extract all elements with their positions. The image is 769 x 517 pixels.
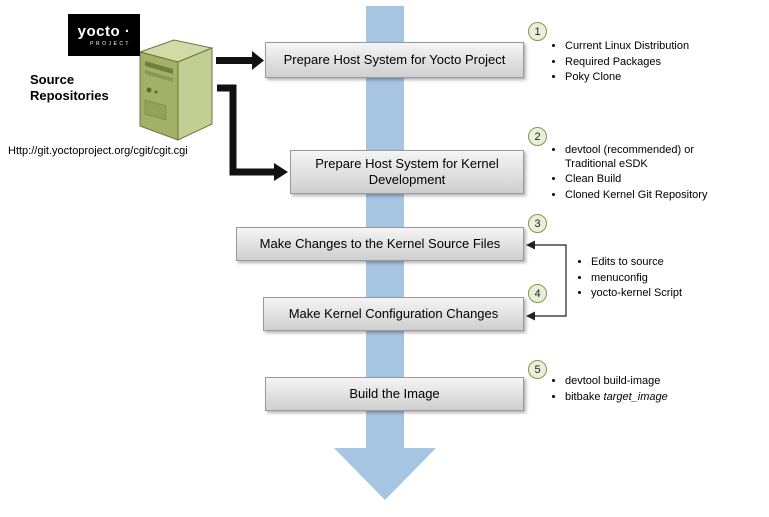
bullet-item: Poky Clone [565,71,737,85]
bullet-item: menuconfig [591,272,718,286]
server-icon [138,39,214,141]
source-url: Http://git.yoctoproject.org/cgit/cgit.cg… [8,145,188,157]
step5-bullets: devtool build-image bitbake target_image [552,375,712,406]
bullet-item: yocto-kernel Script [591,287,718,301]
bullet-item: Required Packages [565,56,737,70]
arrow-to-step2-icon [217,84,288,181]
bullet-item: devtool build-image [565,375,712,389]
yocto-logo-text: yocto · [77,23,131,40]
bullet-item: Cloned Kernel Git Repository [565,189,727,203]
bullet-text-italic: target_image [603,390,668,403]
bullet-item: bitbake target_image [565,391,712,405]
source-repositories-label: Source Repositories [30,72,109,104]
step1-bullets: Current Linux Distribution Required Pack… [552,40,737,87]
step-box-prepare-host-yocto: Prepare Host System for Yocto Project [265,42,524,78]
step2-bullets: devtool (recommended) or Traditional eSD… [552,144,727,204]
step-number-2: 2 [528,127,547,146]
step-number-5: 5 [528,360,547,379]
bullet-item: Current Linux Distribution [565,40,737,54]
arrow-to-step1-icon [216,51,264,70]
bullet-text: bitbake [565,390,604,403]
step-box-make-config-changes: Make Kernel Configuration Changes [263,297,524,331]
yocto-logo: yocto · PROJECT [68,14,140,56]
steps-3-4-shared-bullets: Edits to source menuconfig yocto-kernel … [578,256,718,303]
bracket-steps-3-4 [526,240,567,321]
bullet-item: Edits to source [591,256,718,270]
bullet-item: Clean Build [565,173,727,187]
step-number-3: 3 [528,214,547,233]
step-number-1: 1 [528,22,547,41]
source-label-line2: Repositories [30,88,109,103]
step-box-prepare-host-kernel: Prepare Host System for Kernel Developme… [290,150,524,194]
step-box-build-image: Build the Image [265,377,524,411]
bullet-item: devtool (recommended) or Traditional eSD… [565,144,727,171]
yocto-logo-subtext: PROJECT [90,41,131,47]
step-number-4: 4 [528,284,547,303]
source-label-line1: Source [30,72,75,87]
step-box-make-source-changes: Make Changes to the Kernel Source Files [236,227,524,261]
